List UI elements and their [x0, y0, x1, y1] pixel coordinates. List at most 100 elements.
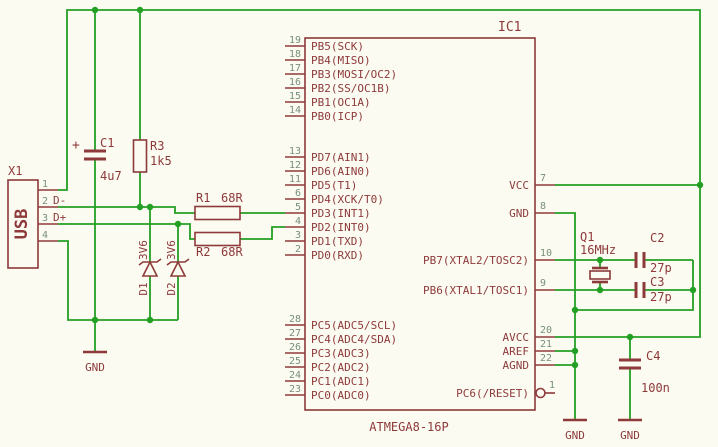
usb-connector-x1[interactable]: X1 USB 1 2 3 4 D- D+ — [7, 164, 67, 269]
d1-triangle — [141, 260, 159, 277]
ic-pin-number: 15 — [289, 91, 301, 102]
d1-refdes: D1 — [137, 282, 150, 295]
xtal-caps-gnd-return-net — [575, 260, 694, 311]
ic-pin-number: 11 — [289, 174, 301, 185]
ic-pin-name: PB7(XTAL2/TOSC2) — [423, 254, 529, 267]
junction-dot — [596, 256, 604, 264]
r1-value: 68R — [221, 191, 243, 205]
gnd-symbol-left[interactable]: GND — [83, 350, 107, 374]
gnd-label: GND — [85, 361, 105, 374]
ic-pin-number: 22 — [540, 353, 552, 364]
ic-pin-name: VCC — [509, 179, 529, 192]
r2-body — [194, 231, 241, 247]
q1-value: 16MHz — [580, 243, 616, 257]
ic-pin-name: PB0(ICP) — [311, 110, 364, 123]
junction-dot — [596, 286, 604, 294]
capacitor-c2[interactable]: C2 27p — [634, 231, 672, 275]
resistor-r3[interactable]: R3 1k5 — [132, 139, 172, 173]
gnd-left-net — [58, 240, 178, 352]
ic-pin-name: PD2(INT0) — [311, 221, 371, 234]
ic-pin-name: PB6(XTAL1/TOSC1) — [423, 284, 529, 297]
resistor-r1[interactable]: R1 68R — [194, 191, 243, 221]
zener-diode-d1[interactable]: 3V6 D1 — [137, 240, 162, 296]
resistor-r2[interactable]: R2 68R — [194, 231, 243, 260]
ic-pin-number: 18 — [289, 49, 301, 60]
junction-dot — [626, 333, 634, 341]
usb-pin-number: 3 — [42, 213, 48, 224]
ic-pin-name: PB1(OC1A) — [311, 96, 371, 109]
d2-cathode-bar — [166, 258, 190, 266]
ic-pin-number: 7 — [540, 173, 546, 184]
d-minus-net — [58, 206, 285, 214]
capacitor-c1[interactable]: + C1 4u7 — [72, 136, 122, 183]
d1-value: 3V6 — [137, 240, 150, 260]
c1-polarity: + — [72, 138, 80, 153]
capacitor-c3[interactable]: C3 27p — [634, 275, 672, 304]
q1-body — [589, 270, 611, 280]
c2-value: 27p — [650, 261, 672, 275]
ic-pin-number: 14 — [289, 105, 301, 116]
usb-refdes: X1 — [8, 164, 22, 178]
ic-part-number: ATMEGA8-16P — [369, 420, 448, 434]
junction-dot — [136, 203, 144, 211]
usb-pin-number: 2 — [42, 196, 48, 207]
r3-value: 1k5 — [150, 154, 172, 168]
ic-pin-number: 1 — [549, 380, 555, 391]
r2-refdes: R2 — [196, 245, 210, 259]
ic-body — [304, 37, 536, 411]
ic-pin-name: PC4(ADC4/SDA) — [311, 333, 397, 346]
ic-pin-number: 9 — [540, 278, 546, 289]
junction-dot — [91, 6, 99, 14]
c1-value: 4u7 — [100, 169, 122, 183]
usb-pin-number: 1 — [42, 179, 48, 190]
gnd-label: GND — [620, 429, 640, 442]
net-label-d-minus: D- — [53, 194, 66, 207]
ic-pin-name: PC2(ADC2) — [311, 361, 371, 374]
ic-pin-name: PC6(/RESET) — [456, 387, 529, 400]
ic-pin-name: GND — [509, 207, 529, 220]
ic-pin-name: PD5(T1) — [311, 179, 357, 192]
ic-pin-number: 5 — [295, 202, 301, 213]
c3-value: 27p — [650, 290, 672, 304]
d1-cathode-bar — [138, 258, 162, 266]
gnd-symbol-right-1[interactable]: GND — [563, 418, 587, 442]
junction-dot — [174, 220, 182, 228]
ic-pin-number: 12 — [289, 160, 301, 171]
ic-pin-number: 4 — [295, 216, 301, 227]
zener-diode-d2[interactable]: 3V6 D2 — [165, 240, 190, 296]
ic-pin-name: PD0(RXD) — [311, 249, 364, 262]
ic-pin-number: 6 — [295, 188, 301, 199]
vcc-rail-net — [58, 9, 701, 338]
ic-pin-number: 25 — [289, 356, 301, 367]
ic-pin-name: AREF — [503, 345, 530, 358]
gnd-right-net — [555, 212, 576, 420]
gnd-symbol-right-2[interactable]: GND — [618, 418, 642, 442]
d-plus-net — [58, 223, 285, 240]
junction-dot — [136, 6, 144, 14]
ic-pin-name: PD3(INT1) — [311, 207, 371, 220]
junction-dot — [571, 306, 579, 314]
crystal-q1[interactable]: Q1 16MHz — [580, 230, 616, 284]
junction-dot — [146, 316, 154, 324]
r1-body — [194, 205, 241, 221]
ic-pin-name: PC1(ADC1) — [311, 375, 371, 388]
ic-pin-name: AGND — [503, 359, 530, 372]
c4-value: 100n — [641, 381, 670, 395]
d2-refdes: D2 — [165, 282, 178, 295]
r2-value: 68R — [221, 245, 243, 259]
ic-pin-number: 17 — [289, 63, 301, 74]
capacitor-c4[interactable]: C4 100n — [619, 349, 670, 395]
ic-pin-name: PB3(MOSI/OC2) — [311, 68, 397, 81]
ic-pin-number: 16 — [289, 77, 301, 88]
r3-refdes: R3 — [150, 139, 164, 153]
junction-dot — [146, 203, 154, 211]
r3-body — [132, 139, 148, 173]
q1-refdes: Q1 — [580, 230, 594, 244]
ic-reset-bubble — [535, 387, 546, 399]
ic-pin-number: 21 — [540, 339, 552, 350]
ic-pin-number: 3 — [295, 230, 301, 241]
ic-pin-name: PC3(ADC3) — [311, 347, 371, 360]
